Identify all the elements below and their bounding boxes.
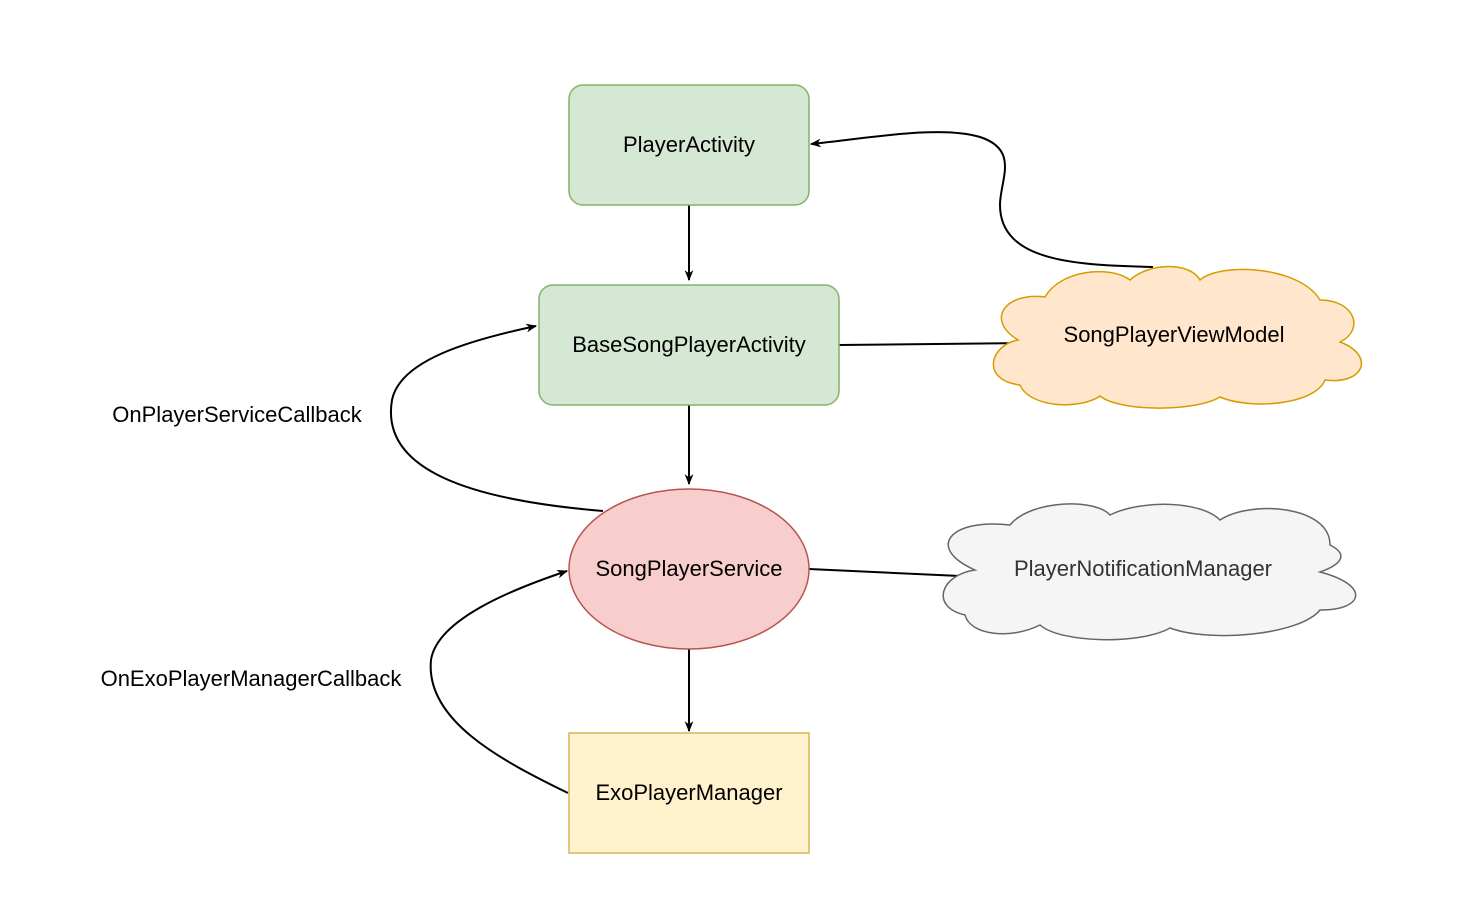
node-base-song-player-activity: BaseSongPlayerActivity [538,284,840,406]
edges [389,131,1154,794]
node-song-player-service: SongPlayerService [568,488,810,650]
base-song-player-activity-label: BaseSongPlayerActivity [572,332,806,357]
song-player-view-model-cloud [992,265,1362,409]
exo-player-manager-box [568,732,810,854]
node-exo-player-manager: ExoPlayerManager [568,732,810,854]
song-player-service-label: SongPlayerService [595,556,782,581]
base-song-player-activity-box [538,284,840,406]
edge-service-callback-to-base [389,323,604,512]
song-player-view-model-label: SongPlayerViewModel [1064,322,1285,347]
edge-service-to-notification [808,568,984,581]
player-notification-manager-label: PlayerNotificationManager [1014,556,1272,581]
node-player-notification-manager: PlayerNotificationManager [942,503,1357,641]
edge-viewmodel-to-player-activity [809,131,1154,268]
on-player-service-callback-label: OnPlayerServiceCallback [112,402,362,427]
edge-base-to-viewmodel [838,338,1035,348]
node-player-activity: PlayerActivity [568,84,810,206]
player-activity-label: PlayerActivity [623,132,755,157]
player-notification-manager-cloud [942,503,1357,641]
song-player-service-ellipse [568,488,810,650]
player-activity-box [568,84,810,206]
exo-player-manager-label: ExoPlayerManager [595,780,782,805]
on-exo-player-manager-callback-label: OnExoPlayerManagerCallback [101,666,403,691]
edge-exo-callback-to-service [429,569,569,794]
node-song-player-view-model: SongPlayerViewModel [992,265,1362,409]
